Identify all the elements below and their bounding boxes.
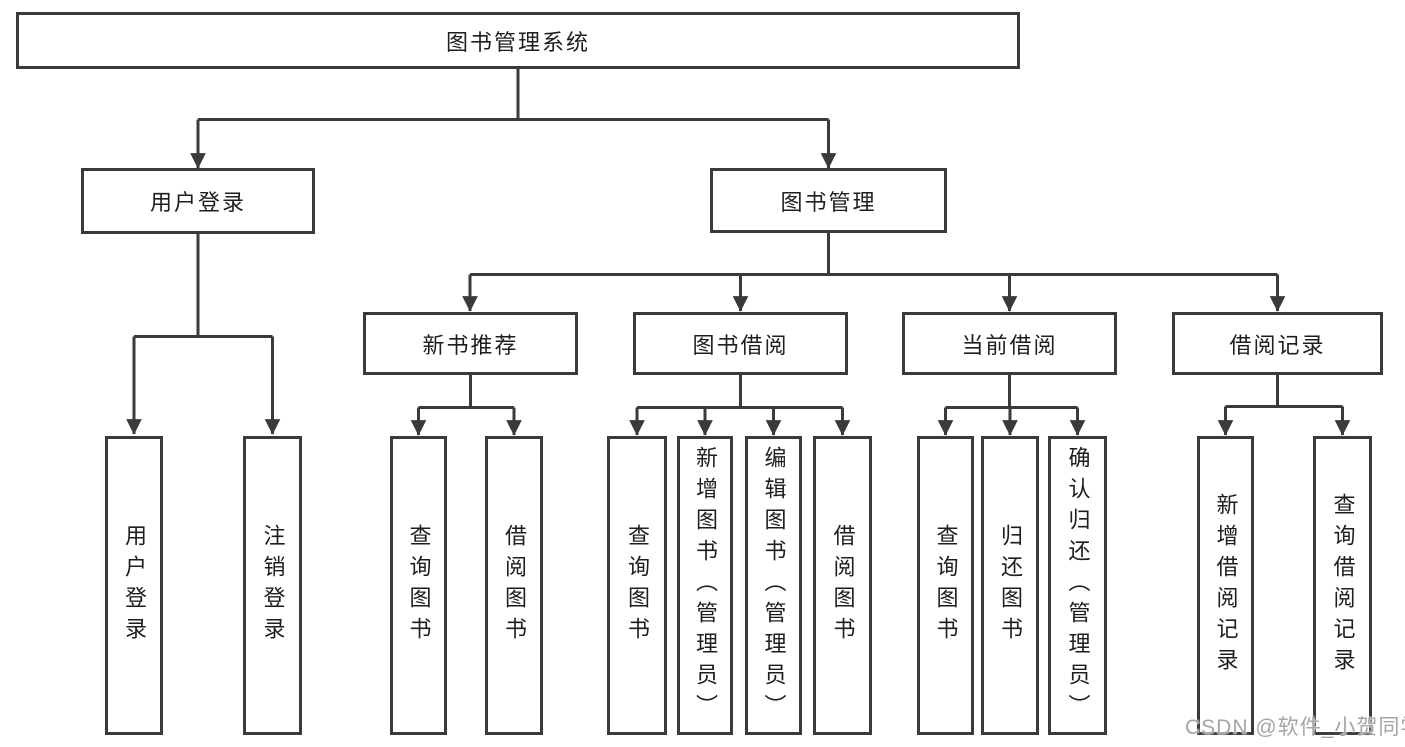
connector-root-to-level2 bbox=[190, 69, 837, 169]
node-current-borrowing: 当前借阅 bbox=[902, 312, 1117, 375]
node-book-management: 图书管理 bbox=[710, 168, 947, 233]
node-leaf-confirm-return-admin: 确认归还（管理员） bbox=[1048, 436, 1107, 735]
node-book-borrowing: 图书借阅 bbox=[633, 312, 848, 375]
node-leaf-query-books-2: 查询图书 bbox=[607, 436, 667, 735]
connector-new-book-to-children bbox=[410, 375, 522, 436]
node-user-login: 用户登录 bbox=[81, 168, 315, 234]
connector-borrow-records-to-children bbox=[1217, 375, 1351, 436]
node-new-book-recommendation: 新书推荐 bbox=[363, 312, 578, 375]
node-leaf-query-books-3: 查询图书 bbox=[917, 436, 974, 735]
node-leaf-logout: 注销登录 bbox=[243, 436, 302, 735]
node-leaf-return-books: 归还图书 bbox=[981, 436, 1039, 735]
node-borrowing-records: 借阅记录 bbox=[1172, 312, 1383, 375]
node-leaf-query-borrow-record: 查询借阅记录 bbox=[1313, 436, 1372, 735]
csdn-watermark: CSDN @软件_小贺同学 bbox=[1185, 716, 1405, 739]
connector-book-borrowing-to-children bbox=[629, 375, 851, 436]
node-leaf-add-borrow-record: 新增借阅记录 bbox=[1197, 436, 1254, 735]
node-leaf-borrow-books-1: 借阅图书 bbox=[485, 436, 543, 735]
node-library-management-system: 图书管理系统 bbox=[16, 12, 1020, 69]
node-leaf-edit-books-admin: 编辑图书（管理员） bbox=[745, 436, 802, 735]
node-leaf-query-books-1: 查询图书 bbox=[390, 436, 447, 735]
node-leaf-borrow-books-2: 借阅图书 bbox=[813, 436, 872, 735]
connector-book-mgmt-to-level3 bbox=[462, 233, 1286, 312]
node-leaf-add-books-admin: 新增图书（管理员） bbox=[677, 436, 733, 735]
connector-user-login-to-children bbox=[126, 234, 281, 435]
connector-current-borrowing-to-children bbox=[937, 375, 1086, 436]
node-leaf-user-login: 用户登录 bbox=[105, 436, 163, 735]
